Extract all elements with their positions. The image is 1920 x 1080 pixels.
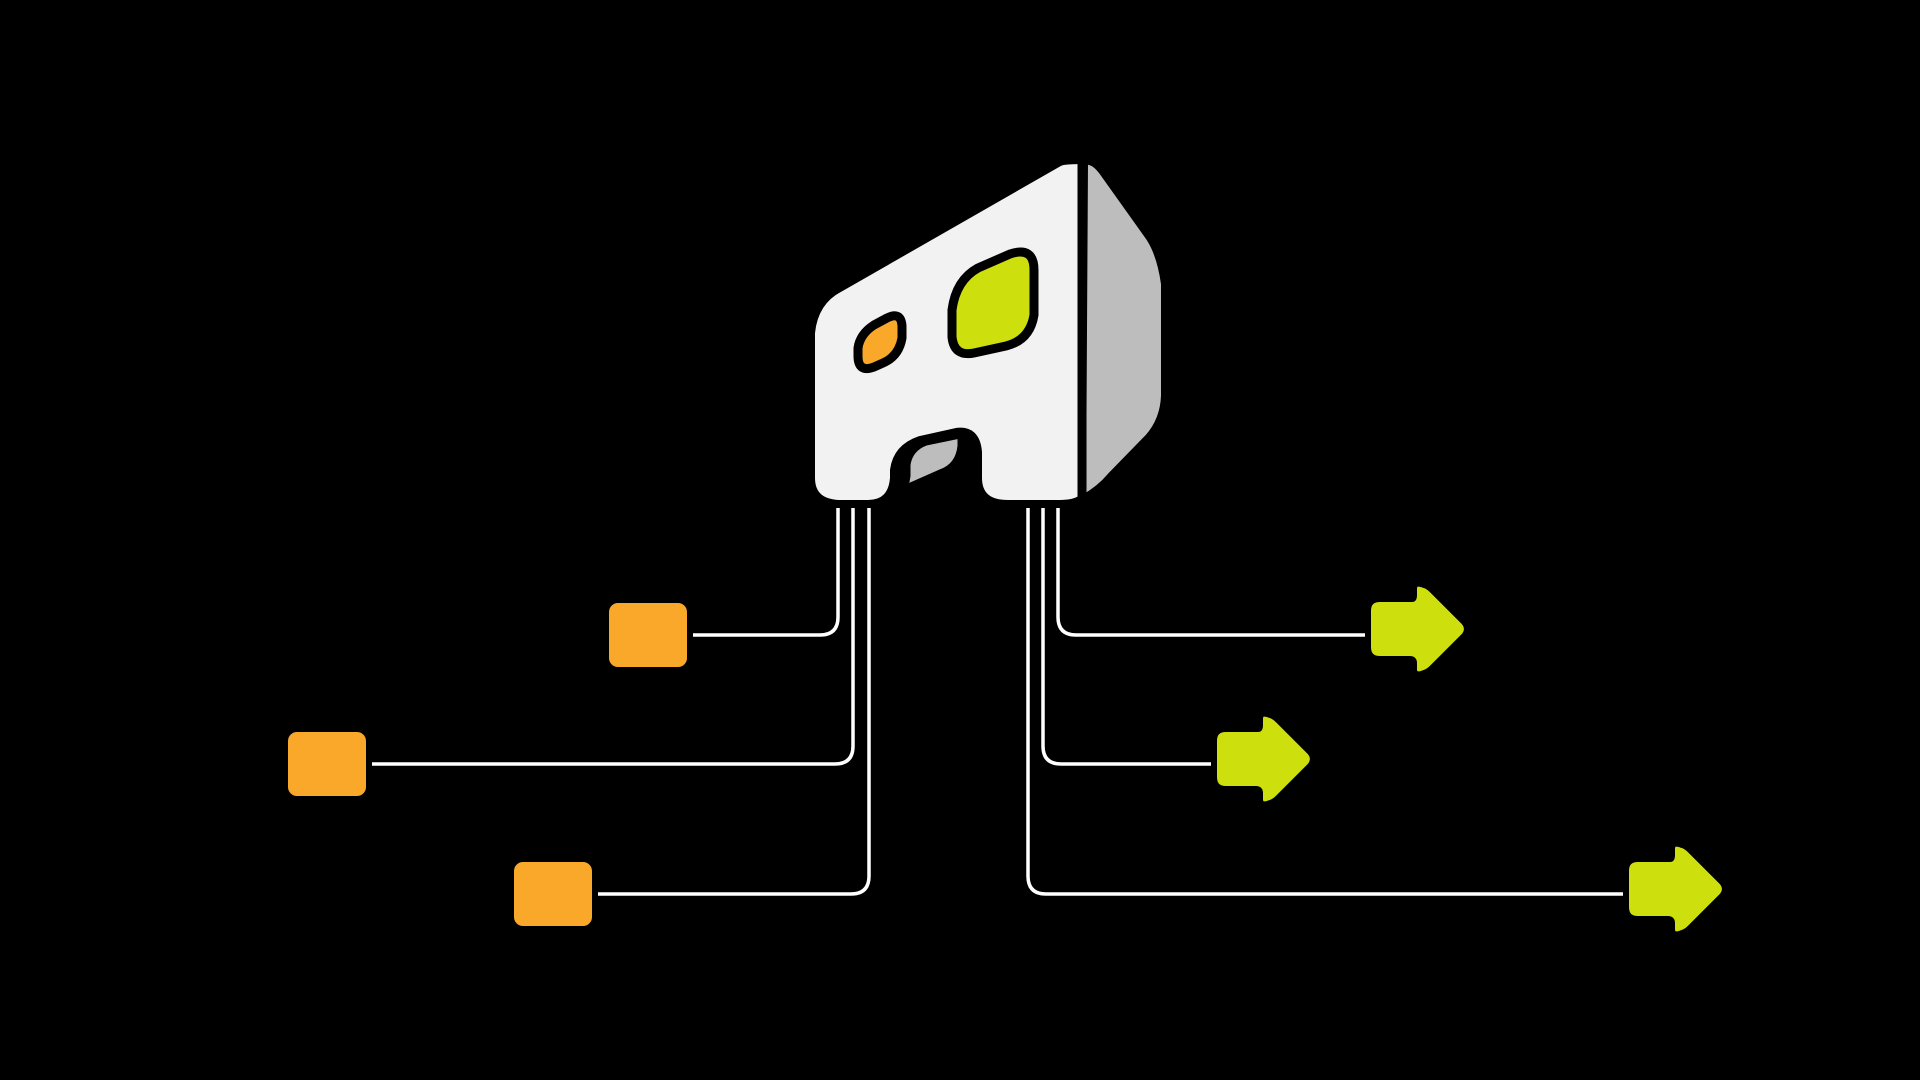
output-wire-core-3	[1026, 508, 1630, 896]
output-wire-core-2	[1041, 508, 1218, 766]
input-wires-core	[366, 508, 871, 896]
output-arrow-icon	[1211, 710, 1316, 808]
hub-window-large	[947, 247, 1039, 359]
output-arrow-icon	[1623, 840, 1728, 938]
output-arrow-1	[1365, 580, 1470, 678]
input-block-1	[603, 597, 693, 673]
output-wires-core	[1026, 508, 1630, 896]
input-block-icon	[508, 856, 598, 932]
hub-doorway	[903, 433, 963, 490]
input-block-icon	[603, 597, 693, 673]
output-arrow-3	[1623, 840, 1728, 938]
hub-window-small	[853, 311, 907, 374]
input-wire-core-3	[592, 508, 871, 896]
input-block-2	[282, 726, 372, 802]
hub-side-panel	[1080, 158, 1167, 501]
input-wire-core-2	[366, 508, 855, 766]
hub-icon	[809, 158, 1167, 506]
hub-front-face	[809, 158, 1084, 506]
output-wire-core-1	[1056, 508, 1372, 637]
output-arrow-2	[1211, 710, 1316, 808]
input-block-icon	[282, 726, 372, 802]
input-block-3	[508, 856, 598, 932]
input-wire-core-1	[688, 508, 840, 637]
output-arrow-icon	[1365, 580, 1470, 678]
